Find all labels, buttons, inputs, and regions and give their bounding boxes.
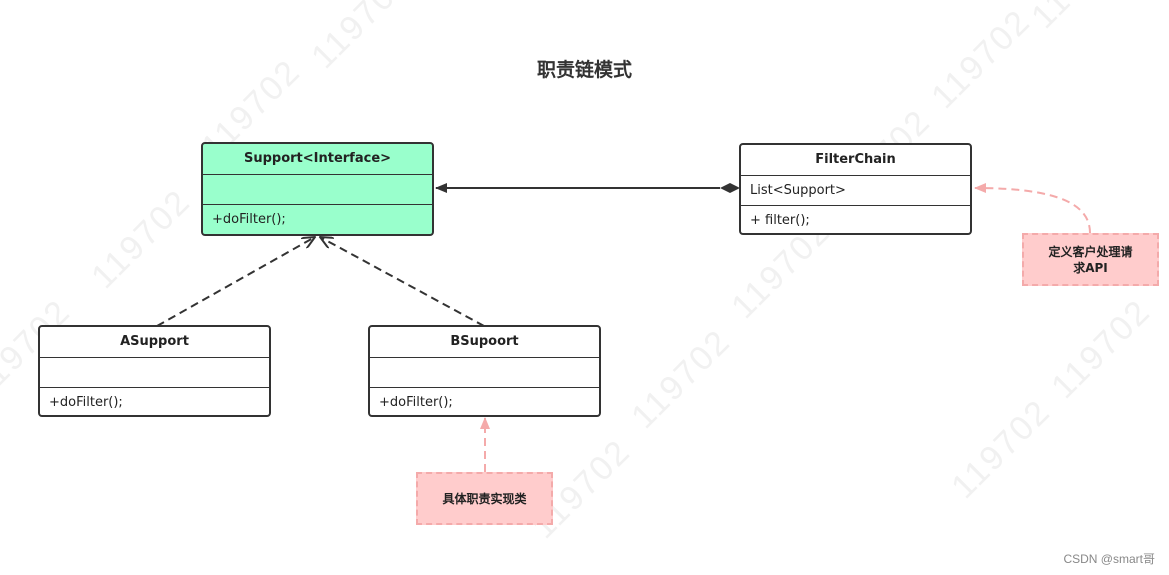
class-name: ASupport <box>120 334 189 349</box>
impl-note[interactable]: 具体职责实现类 <box>416 472 553 525</box>
filter-chain-class[interactable]: FilterChain List<Support> + filter(); <box>739 143 972 235</box>
support-interface-class[interactable]: Support<Interface> +doFilter(); <box>201 142 434 236</box>
composition-diamond-icon <box>720 183 740 193</box>
class-methods: +doFilter(); <box>370 387 599 417</box>
api-note-connector <box>974 183 1091 234</box>
diagram-title: 职责链模式 <box>536 59 632 81</box>
class-attributes <box>203 174 432 204</box>
class-attributes: List<Support> <box>741 175 970 205</box>
impl-note-text: 具体职责实现类 <box>442 491 527 506</box>
class-methods: + filter(); <box>741 205 970 235</box>
class-name: Support<Interface> <box>243 151 392 166</box>
class-attributes <box>40 357 269 387</box>
api-note-text: 定义客户处理请求API <box>1048 244 1133 275</box>
b-support-class[interactable]: BSupoort +doFilter(); <box>368 325 601 417</box>
class-methods: +doFilter(); <box>203 204 432 234</box>
api-note[interactable]: 定义客户处理请求API <box>1022 233 1159 286</box>
class-name: FilterChain <box>815 152 896 167</box>
composition-connector <box>435 183 740 193</box>
realization-connector-a <box>156 237 315 327</box>
class-methods: +doFilter(); <box>40 387 269 417</box>
realization-connector-b <box>320 237 485 327</box>
credit-text: CSDN @smart哥 <box>1063 552 1155 566</box>
a-support-class[interactable]: ASupport +doFilter(); <box>38 325 271 417</box>
class-attributes <box>370 357 599 387</box>
class-name: BSupoort <box>450 334 519 349</box>
